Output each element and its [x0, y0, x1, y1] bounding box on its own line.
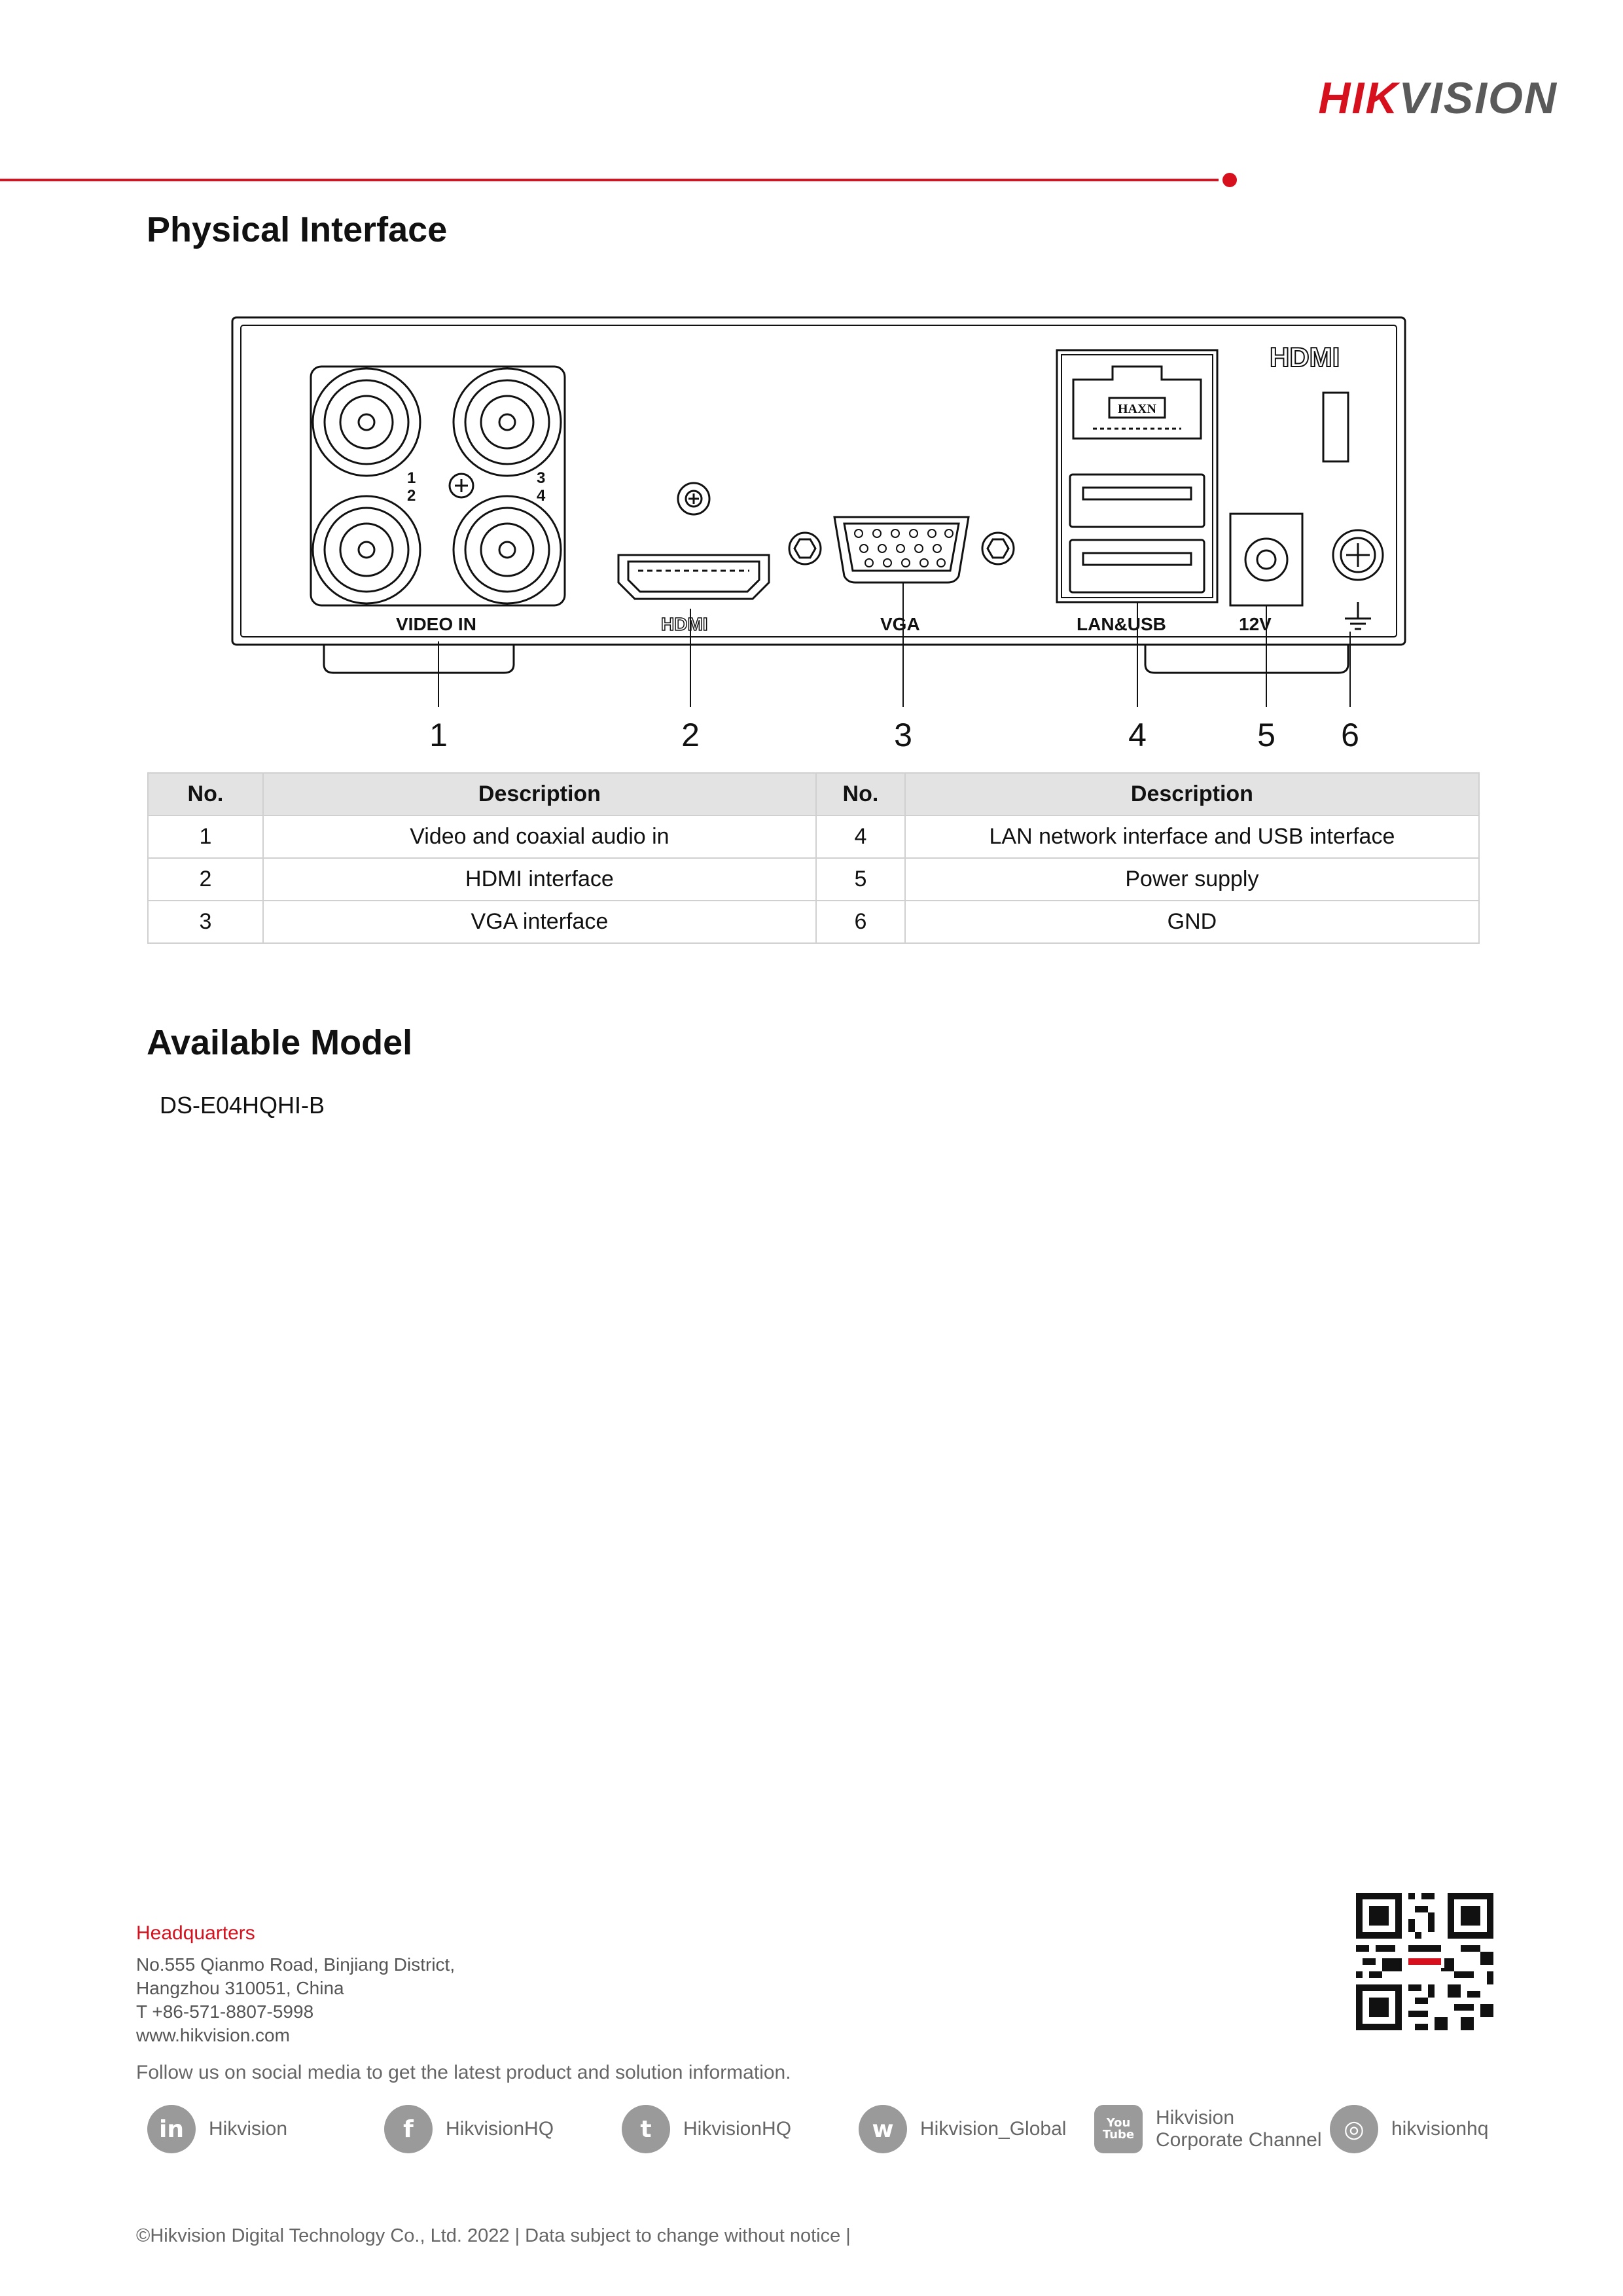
gnd-terminal-icon [1332, 529, 1384, 581]
label-vga: VGA [880, 614, 920, 634]
bnc-number-2: 2 [407, 487, 416, 505]
table-cell: Video and coaxial audio in [262, 815, 817, 859]
table-cell: GND [904, 900, 1480, 944]
bnc-3-icon [452, 367, 562, 477]
linkedin-icon: in [147, 2105, 196, 2153]
bnc-number-4: 4 [537, 487, 546, 505]
table-cell: HDMI interface [262, 857, 817, 901]
hq-line: No.555 Qianmo Road, Binjiang District, [136, 1954, 455, 1975]
switch-icon [1322, 391, 1349, 463]
social-label: Hikvision_Global [920, 2118, 1067, 2140]
header-divider [0, 179, 1219, 181]
bnc-number-3: 3 [537, 469, 545, 487]
instagram-icon: ◎ [1330, 2105, 1378, 2153]
power-jack-icon [1229, 512, 1304, 607]
social-linkedin[interactable]: in Hikvision [147, 2100, 287, 2159]
table-header-no: No. [815, 772, 906, 816]
social-label-line: Corporate Channel [1156, 2129, 1322, 2151]
table-row: 2 HDMI interface 5 Power supply [147, 857, 1480, 901]
callout-5: 5 [1257, 717, 1275, 753]
usb-port-2-icon [1069, 539, 1205, 594]
table-cell: 1 [147, 815, 264, 859]
bnc-connectors [312, 367, 562, 605]
table-cell: 4 [815, 815, 906, 859]
label-hdmi: HDMI [661, 614, 708, 634]
twitter-icon: t [622, 2105, 670, 2153]
callout-1: 1 [429, 717, 448, 753]
interface-table: No. Description No. Description 1 Video … [147, 772, 1480, 944]
table-cell: 6 [815, 900, 906, 944]
table-cell: 3 [147, 900, 264, 944]
social-label: Hikvision Corporate Channel [1156, 2107, 1322, 2151]
social-label: hikvisionhq [1391, 2118, 1489, 2140]
usb-port-1-icon [1069, 473, 1205, 528]
bnc-number-1: 1 [407, 469, 416, 487]
social-twitter[interactable]: t HikvisionHQ [622, 2100, 791, 2159]
hq-line: Hangzhou 310051, China [136, 1978, 344, 1998]
physical-interface-title: Physical Interface [147, 210, 448, 249]
hq-website-link[interactable]: www.hikvision.com [136, 2025, 290, 2045]
bnc-4-icon [452, 495, 562, 605]
rj45-port-icon [1072, 365, 1202, 440]
table-header-no: No. [147, 772, 264, 816]
copyright: ©Hikvision Digital Technology Co., Ltd. … [136, 2225, 851, 2246]
facebook-icon: f [384, 2105, 433, 2153]
hdmi-port-icon [617, 482, 770, 600]
label-lan-usb: LAN&USB [1077, 614, 1166, 634]
table-cell: 5 [815, 857, 906, 901]
available-model-title: Available Model [147, 1023, 413, 1062]
callout-2: 2 [681, 717, 700, 753]
table-cell: 2 [147, 857, 264, 901]
wechat-icon: w [859, 2105, 907, 2153]
table-cell: LAN network interface and USB interface [904, 815, 1480, 859]
hq-line: T +86-571-8807-5998 [136, 2001, 314, 2022]
chassis-inner [240, 325, 1397, 637]
social-label: Hikvision [209, 2118, 288, 2140]
foot-right [1144, 645, 1349, 674]
callout-4: 4 [1128, 717, 1147, 753]
hq-address: No.555 Qianmo Road, Binjiang District, H… [136, 1953, 455, 2047]
hq-title: Headquarters [136, 1922, 255, 1944]
hdmi-logo: HDMI [1270, 342, 1340, 372]
callout-3: 3 [894, 717, 912, 753]
chassis-outline [231, 316, 1406, 646]
youtube-icon: You Tube [1094, 2105, 1143, 2153]
screw-icon [448, 473, 474, 499]
hikvision-logo: HIKVISION [1318, 73, 1558, 123]
table-row: 3 VGA interface 6 GND [147, 900, 1480, 944]
qr-code[interactable] [1356, 1893, 1493, 2030]
table-row: 1 Video and coaxial audio in 4 LAN netwo… [147, 815, 1480, 859]
bnc-1-icon [312, 367, 421, 477]
label-video-in: VIDEO IN [396, 614, 476, 634]
social-label: HikvisionHQ [683, 2118, 792, 2140]
follow-us-text: Follow us on social media to get the lat… [136, 2062, 791, 2083]
callout-6: 6 [1341, 717, 1359, 753]
rear-panel-diagram: 1 3 2 4 HAXN [231, 316, 1406, 753]
social-label: HikvisionHQ [446, 2118, 554, 2140]
social-instagram[interactable]: ◎ hikvisionhq [1330, 2100, 1488, 2159]
header-divider-dot [1222, 173, 1237, 187]
table-cell: Power supply [904, 857, 1480, 901]
ground-symbol-icon [1345, 602, 1371, 630]
lan-usb-block [1056, 349, 1219, 603]
model-number: DS-E04HQHI-B [160, 1092, 325, 1119]
foot-left [323, 645, 515, 674]
table-header-description: Description [262, 772, 817, 816]
social-facebook[interactable]: f HikvisionHQ [384, 2100, 554, 2159]
social-wechat[interactable]: w Hikvision_Global [859, 2100, 1066, 2159]
video-in-block [310, 365, 566, 607]
table-header-row: No. Description No. Description [147, 772, 1480, 816]
table-header-description: Description [904, 772, 1480, 816]
bnc-2-icon [312, 495, 421, 605]
table-cell: VGA interface [262, 900, 817, 944]
social-label-line: Hikvision [1156, 2107, 1235, 2128]
vga-port-icon [788, 516, 1015, 584]
rj45-mark: HAXN [1118, 402, 1156, 416]
social-youtube[interactable]: You Tube Hikvision Corporate Channel [1094, 2100, 1322, 2159]
